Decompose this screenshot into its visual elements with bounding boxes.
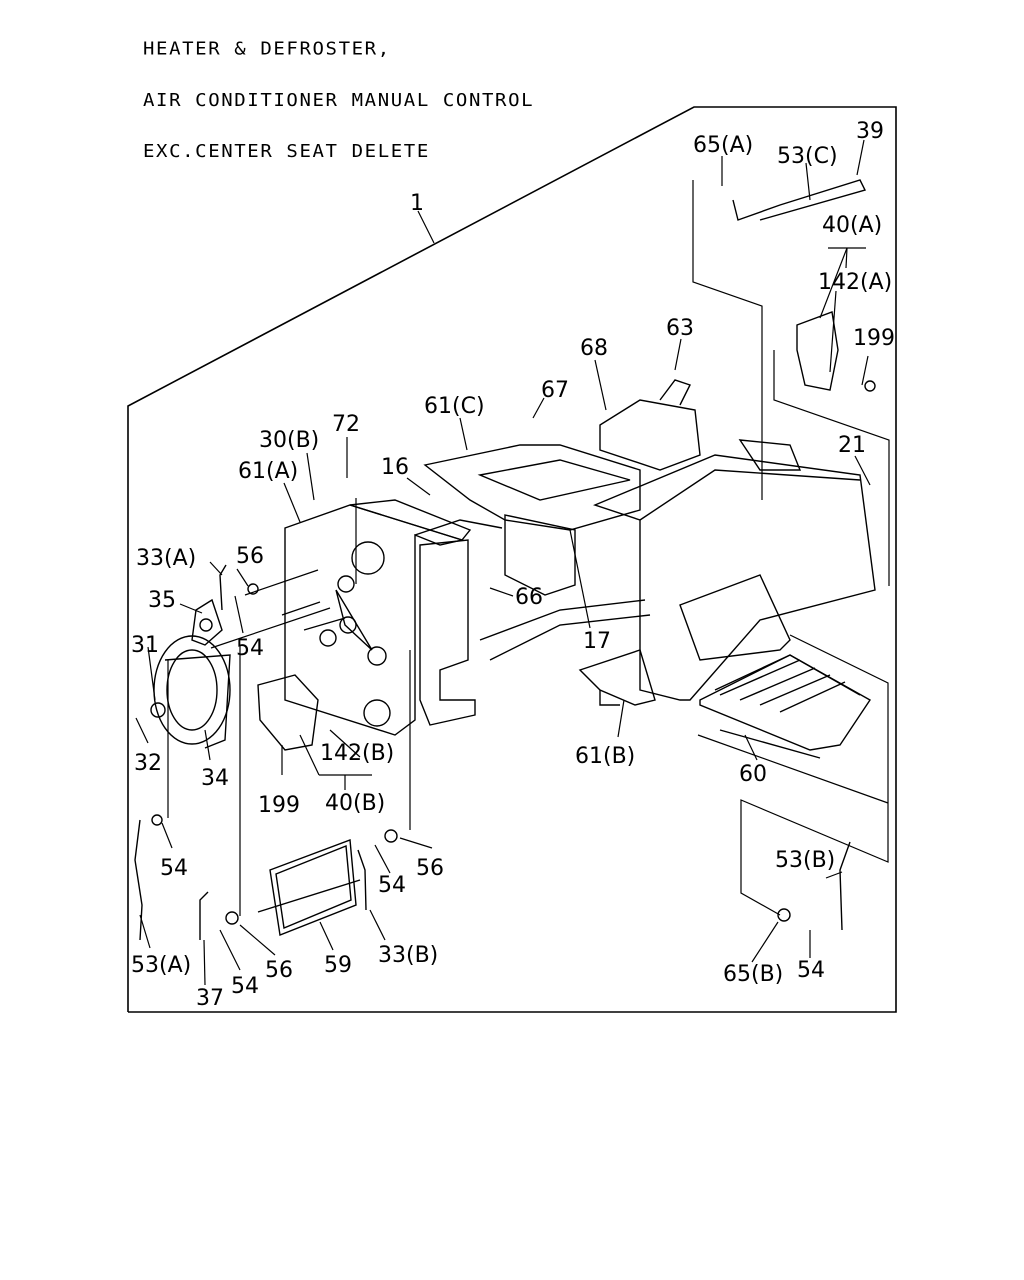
callout-59: 59 [324, 953, 352, 978]
callout-61c: 61(C) [424, 394, 485, 419]
guide-lines [167, 180, 890, 916]
callout-68: 68 [580, 336, 608, 361]
callout-1: 1 [410, 191, 424, 216]
callout-16: 16 [381, 455, 409, 480]
callout-67: 67 [541, 378, 569, 403]
callout-labels: 1 65(A) 53(C) 39 40(A) 142(A) 199 63 68 … [131, 119, 895, 1011]
callout-61a: 61(A) [238, 459, 298, 484]
callout-53b: 53(B) [775, 848, 835, 873]
frame [127, 106, 897, 1013]
callout-34: 34 [201, 766, 229, 791]
callout-54c: 54 [378, 873, 406, 898]
callout-40a: 40(A) [822, 213, 882, 238]
callout-30b: 30(B) [259, 428, 319, 453]
title-line-3: EXC.CENTER SEAT DELETE [143, 140, 430, 162]
callout-40b: 40(B) [325, 791, 385, 816]
callout-56a: 56 [236, 544, 264, 569]
title-line-1: HEATER & DEFROSTER, [143, 38, 391, 60]
callout-65b: 65(B) [723, 962, 783, 987]
callout-54d: 54 [231, 974, 259, 999]
callout-142b: 142(B) [320, 741, 394, 766]
callout-35: 35 [148, 588, 176, 613]
callout-199b: 199 [258, 793, 300, 818]
callout-61b: 61(B) [575, 744, 635, 769]
callout-39: 39 [856, 119, 884, 144]
callout-53a: 53(A) [131, 953, 191, 978]
callout-54e: 54 [797, 958, 825, 983]
callout-17: 17 [583, 629, 611, 654]
title-line-2: AIR CONDITIONER MANUAL CONTROL [143, 89, 535, 111]
callout-32: 32 [134, 751, 162, 776]
callout-54b: 54 [160, 856, 188, 881]
callout-72: 72 [332, 412, 360, 437]
callout-31: 31 [131, 633, 159, 658]
callout-65a: 65(A) [693, 133, 753, 158]
callout-142a: 142(A) [818, 270, 892, 295]
callout-37: 37 [196, 986, 224, 1011]
callout-33b: 33(B) [378, 943, 438, 968]
callout-63: 63 [666, 316, 694, 341]
heater-unit-assembly [134, 179, 876, 941]
callout-54a: 54 [236, 636, 264, 661]
leader-lines [135, 139, 871, 986]
callout-56c: 56 [265, 958, 293, 983]
diagram-title: HEATER & DEFROSTER, AIR CONDITIONER MANU… [143, 6, 534, 177]
callout-53c: 53(C) [777, 144, 838, 169]
callout-199a: 199 [853, 326, 895, 351]
callout-60: 60 [739, 762, 767, 787]
callout-66: 66 [515, 585, 543, 610]
callout-56b: 56 [416, 856, 444, 881]
callout-21: 21 [838, 433, 866, 458]
callout-33a-top: 33(A) [136, 546, 196, 571]
